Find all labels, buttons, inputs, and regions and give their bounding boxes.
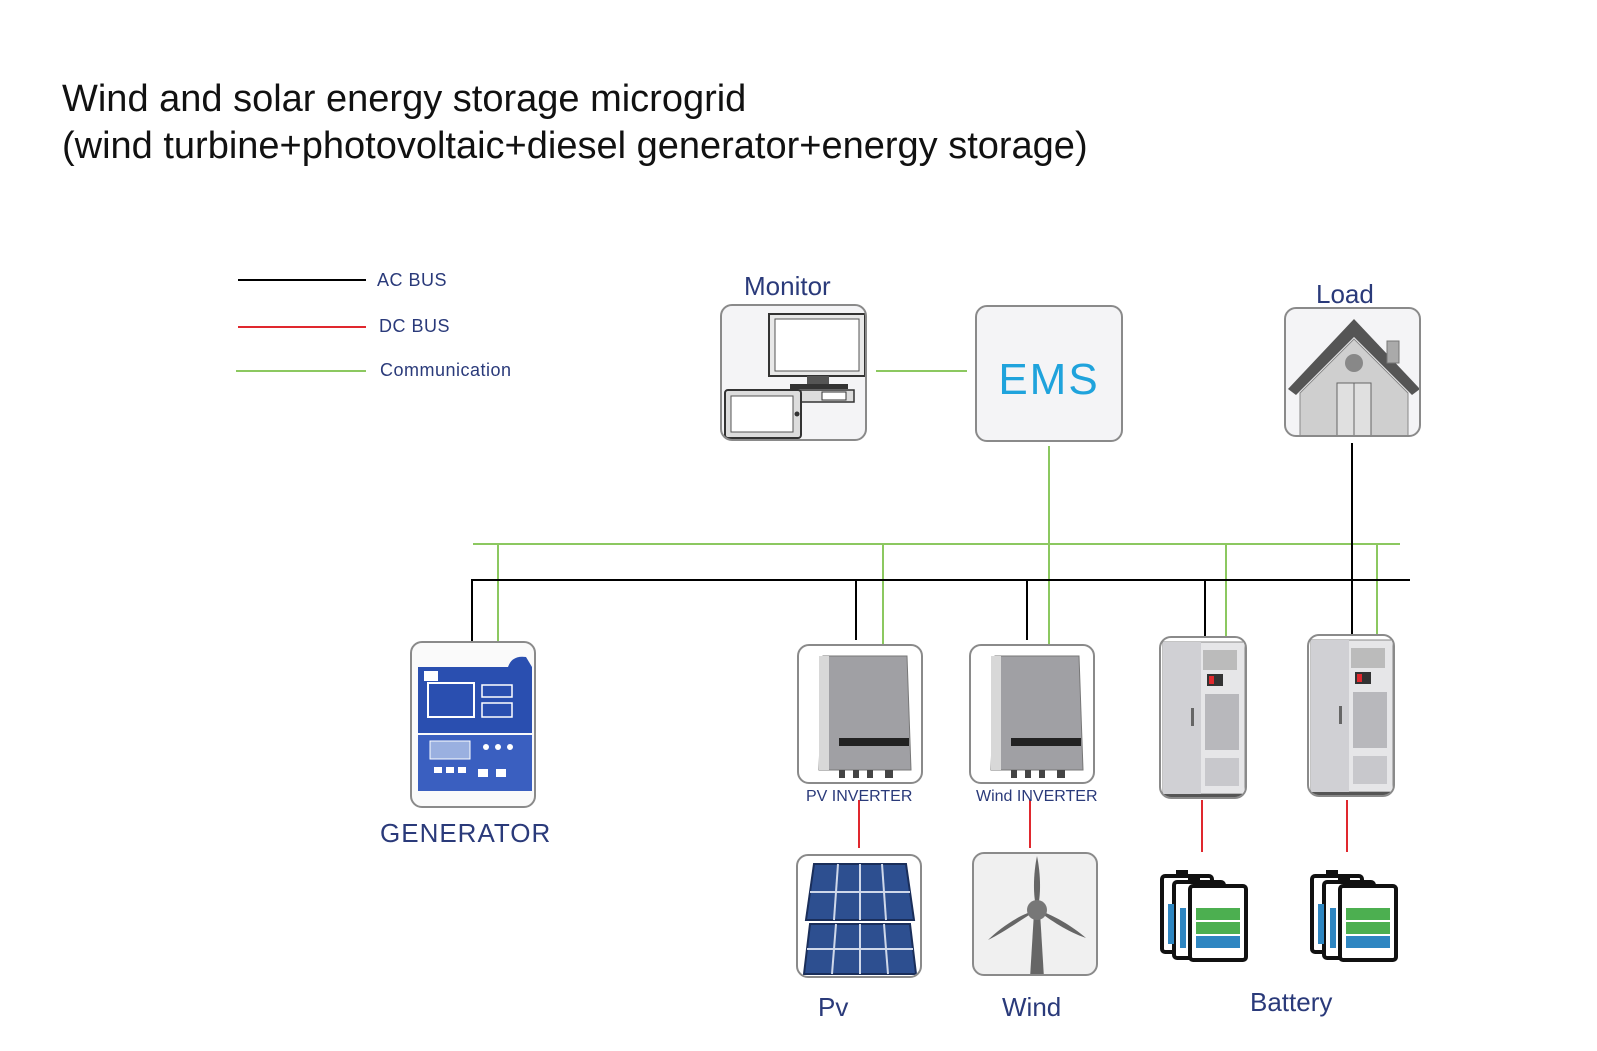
wind-inverter-device <box>969 644 1095 784</box>
monitor-label: Monitor <box>744 271 831 301</box>
wind-turbine-icon <box>988 856 1086 974</box>
monitor-device <box>720 304 867 441</box>
inverter-icon <box>818 655 912 778</box>
storage-cabinet-icon <box>1310 639 1393 795</box>
wind-device <box>972 852 1098 976</box>
storage-cabinet-1 <box>1159 636 1247 799</box>
legend-dc-label: DC BUS <box>379 316 451 336</box>
load-device <box>1284 307 1421 437</box>
load-label: Load <box>1316 279 1374 309</box>
pv-label: Pv <box>818 992 849 1022</box>
diesel-generator-controller-icon <box>418 656 532 791</box>
pv-inverter-label: PV INVERTER <box>806 788 913 805</box>
diagram-title-line2: (wind turbine+photovoltaic+diesel genera… <box>62 125 1088 167</box>
ems-label: EMS <box>998 355 1100 404</box>
legend-ac-label: AC BUS <box>377 270 448 290</box>
generator-device <box>410 641 536 808</box>
ems-device: EMS <box>975 305 1123 442</box>
inverter-icon <box>990 655 1084 778</box>
wind-label: Wind <box>1002 992 1062 1022</box>
wind-inverter-label: Wind INVERTER <box>976 788 1098 805</box>
battery-stack-icon <box>1310 870 1398 962</box>
solar-panel-icon <box>802 863 918 975</box>
battery-stack-icon <box>1160 870 1248 962</box>
diagram-title-line1: Wind and solar energy storage microgrid <box>62 78 747 120</box>
monitor-tablet-icon <box>724 313 865 439</box>
battery-label: Battery <box>1250 987 1333 1017</box>
storage-cabinet-2 <box>1307 634 1395 797</box>
pv-device <box>796 854 922 978</box>
pv-inverter-device <box>797 644 923 784</box>
storage-cabinet-icon <box>1162 641 1245 797</box>
generator-label: GENERATOR <box>380 818 552 848</box>
house-icon <box>1288 319 1419 435</box>
legend-comm-label: Communication <box>380 360 512 380</box>
